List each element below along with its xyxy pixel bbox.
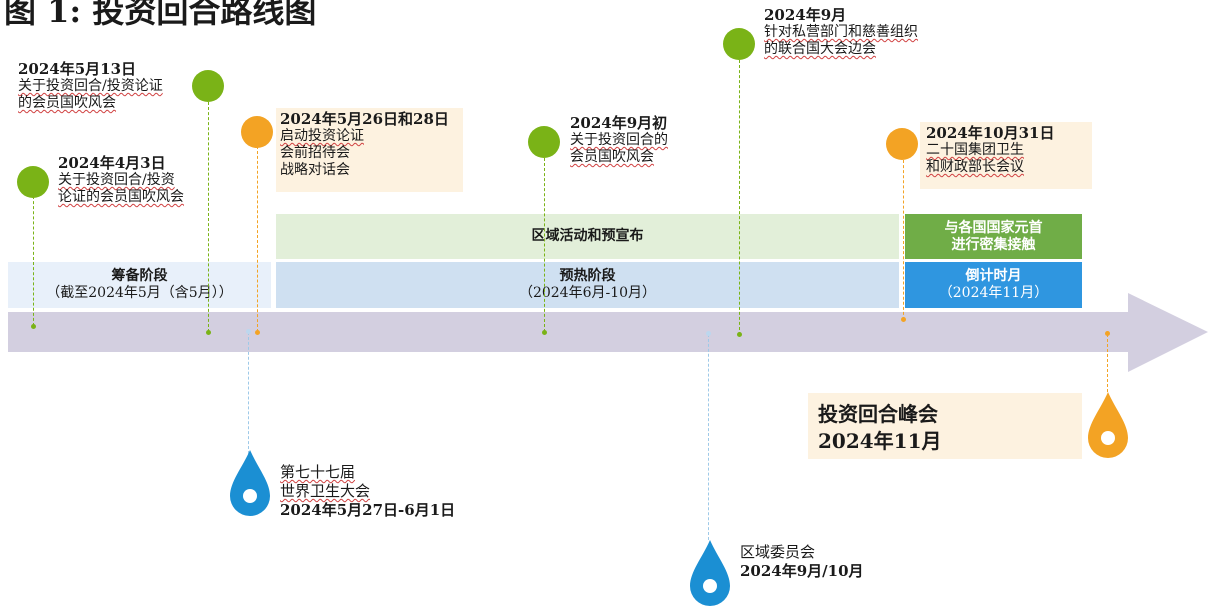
summit-name: 投资回合峰会 (818, 402, 938, 426)
event-desc: 论证的会员国吹风会 (58, 189, 184, 205)
band-heads: 与各国国家元首 进行密集接触 (905, 214, 1082, 259)
event-dot-green (723, 28, 755, 60)
event-2024-05-26: 2024年5月26日和28日 启动投资论证 会前招待会 战略对话会 (276, 108, 463, 192)
event-desc: 第七十七届 (280, 463, 356, 481)
phase-name: 预热阶段 (559, 268, 616, 284)
phase-period: （截至2024年5月（含5月）） (46, 285, 233, 301)
event-date: 2024年5月27日-6月1日 (280, 501, 456, 519)
timeline-arrow (8, 293, 1208, 372)
phase-warmup: 预热阶段 （2024年6月-10月） (276, 262, 899, 308)
event-regional-committees: 区域委员会 2024年9月/10月 (740, 543, 864, 581)
connector-line (544, 158, 545, 332)
connector-line (708, 334, 709, 540)
tick-dot (901, 317, 906, 322)
event-desc: 针对私营部门和慈善组织 (764, 24, 918, 40)
phase-period: （2024年6月-10月） (518, 285, 657, 301)
event-2024-09-early: 2024年9月初 关于投资回合的 会员国吹风会 (570, 115, 668, 166)
phase-preparation: 筹备阶段 （截至2024年5月（含5月）） (8, 262, 271, 308)
event-date: 2024年4月3日 (58, 154, 166, 172)
event-dot-green (192, 70, 224, 102)
drop-marker-orange (1088, 392, 1128, 458)
summit-box: 投资回合峰会 2024年11月 (808, 393, 1082, 459)
connector-line (248, 332, 249, 454)
event-2024-05-13: 2024年5月13日 关于投资回合/投资论证 的会员国吹风会 (18, 61, 163, 112)
phase-name: 倒计时月 (965, 268, 1022, 284)
tick-dot (1105, 331, 1110, 336)
band-regional-label: 区域活动和预宣布 (531, 228, 644, 244)
phase-period: （2024年11月） (938, 285, 1049, 301)
tick-dot (246, 329, 251, 334)
connector-line (739, 60, 740, 335)
tick-dot (737, 332, 742, 337)
event-date: 2024年5月13日 (18, 60, 137, 78)
event-date: 2024年10月31日 (926, 124, 1055, 142)
event-dot-green (528, 126, 560, 158)
connector-line (208, 102, 209, 332)
connector-line (1107, 334, 1108, 392)
drop-marker-blue (690, 540, 730, 606)
event-desc: 和财政部长会议 (926, 159, 1024, 175)
event-date: 2024年9月/10月 (740, 562, 864, 580)
event-desc: 区域委员会 (740, 543, 816, 561)
tick-dot (206, 330, 211, 335)
tick-dot (31, 324, 36, 329)
event-desc: 启动投资论证 (280, 128, 364, 144)
event-world-health-assembly: 第七十七届 世界卫生大会 2024年5月27日-6月1日 (280, 463, 455, 520)
summit-date: 2024年11月 (818, 429, 942, 453)
band-heads-line1: 与各国国家元首 (944, 219, 1043, 236)
drop-marker-blue (230, 450, 270, 516)
event-desc: 二十国集团卫生 (926, 142, 1024, 158)
event-date: 2024年9月初 (570, 114, 668, 132)
event-desc: 关于投资回合的 (570, 132, 668, 148)
event-desc: 关于投资回合/投资 (58, 172, 175, 188)
connector-line (33, 196, 34, 326)
band-heads-line2: 进行密集接触 (951, 236, 1036, 253)
event-desc: 会员国吹风会 (570, 149, 654, 165)
event-dot-orange (886, 128, 918, 160)
event-dot-orange (241, 116, 273, 148)
event-dot-green (17, 166, 49, 198)
event-desc: 的会员国吹风会 (18, 95, 116, 111)
phase-countdown: 倒计时月 （2024年11月） (905, 262, 1082, 308)
event-desc: 战略对话会 (280, 162, 350, 178)
tick-dot (542, 330, 547, 335)
tick-dot (706, 331, 711, 336)
event-2024-04-03: 2024年4月3日 关于投资回合/投资 论证的会员国吹风会 (58, 155, 184, 206)
event-date: 2024年9月 (764, 6, 847, 24)
event-desc: 世界卫生大会 (280, 482, 371, 500)
event-desc: 会前招待会 (280, 145, 350, 161)
tick-dot (255, 330, 260, 335)
event-2024-09: 2024年9月 针对私营部门和慈善组织 的联合国大会边会 (764, 7, 918, 58)
connector-line (257, 146, 258, 332)
connector-line (903, 160, 904, 320)
page-title: 图 1: 投资回合路线图 (4, 0, 317, 30)
event-date: 2024年5月26日和28日 (280, 110, 449, 128)
phase-name: 筹备阶段 (111, 268, 168, 284)
event-desc: 的联合国大会边会 (764, 41, 876, 57)
event-desc: 关于投资回合/投资论证 (18, 78, 163, 94)
band-regional: 区域活动和预宣布 (276, 214, 899, 259)
event-2024-10-31: 2024年10月31日 二十国集团卫生 和财政部长会议 (920, 122, 1092, 189)
